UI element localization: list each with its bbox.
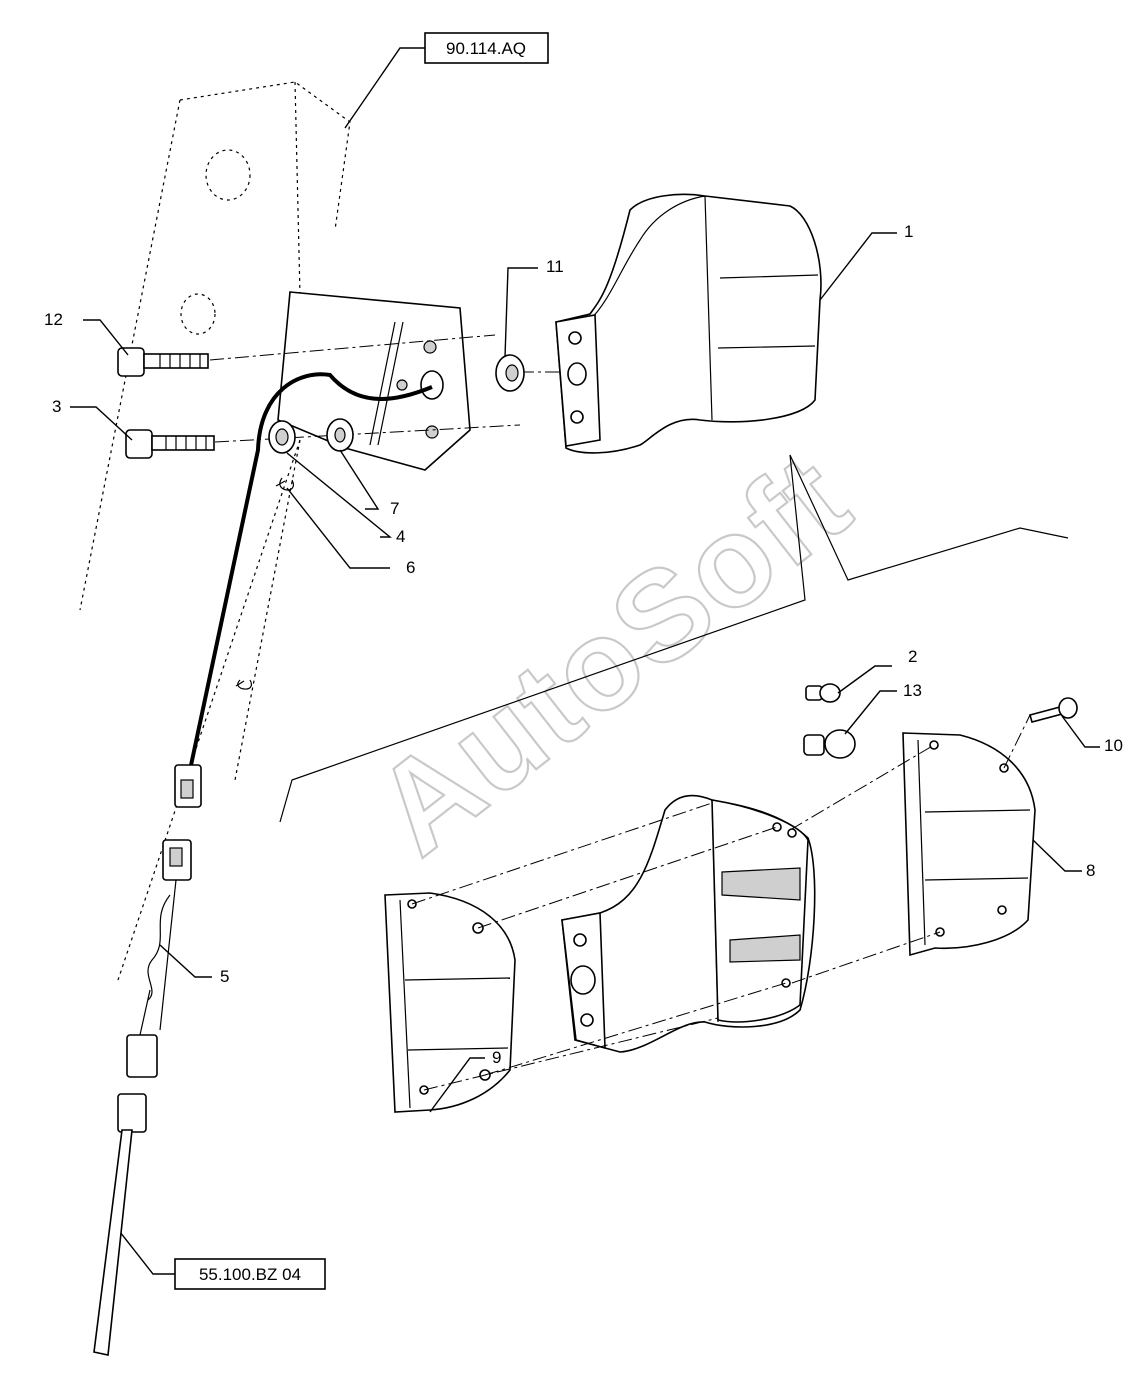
bulb-2 (805, 683, 841, 703)
bulb-13 (803, 729, 856, 759)
callout-2[interactable]: 2 (908, 647, 917, 666)
washer-4 (268, 420, 296, 454)
callout-6[interactable]: 6 (406, 558, 415, 577)
watermark: AutoSoft (349, 427, 875, 882)
washer-7 (326, 418, 354, 452)
reference-top-label: 90.114.AQ (446, 39, 526, 58)
callout-3[interactable]: 3 (52, 397, 61, 416)
callout-8[interactable]: 8 (1086, 861, 1095, 880)
reflector-9 (384, 892, 516, 1113)
callout-13[interactable]: 13 (903, 681, 922, 700)
callout-11[interactable]: 11 (546, 257, 564, 276)
lamp-housing-exploded (561, 794, 816, 1053)
bolt-12 (117, 347, 209, 377)
callout-7[interactable]: 7 (390, 499, 399, 518)
reference-box-top[interactable]: 90.114.AQ (424, 32, 549, 64)
clip-6 (275, 477, 295, 491)
callout-12[interactable]: 12 (44, 310, 63, 329)
leader-lines (70, 232, 1100, 1113)
bolt-3 (125, 429, 215, 459)
callout-1[interactable]: 1 (904, 222, 913, 241)
grommet-11 (495, 354, 525, 392)
callout-4[interactable]: 4 (396, 527, 405, 546)
lamp-assembly-1 (555, 193, 822, 454)
lower-cable (93, 1093, 147, 1356)
callout-5[interactable]: 5 (220, 967, 229, 986)
wiring-harness (174, 372, 433, 808)
callout-labels: 1 2 3 4 5 6 7 8 9 10 11 12 13 (44, 222, 1123, 1067)
bracket-plate (277, 291, 471, 471)
connector-harness-5 (126, 839, 192, 1078)
reference-box-bottom[interactable]: 55.100.BZ 04 (174, 1258, 326, 1290)
lens-8 (902, 732, 1036, 957)
screw-10 (1029, 697, 1078, 723)
reference-bottom-label: 55.100.BZ 04 (199, 1265, 301, 1284)
mounting-post-outline (79, 81, 351, 981)
callout-9[interactable]: 9 (492, 1048, 501, 1067)
callout-10[interactable]: 10 (1104, 736, 1123, 755)
